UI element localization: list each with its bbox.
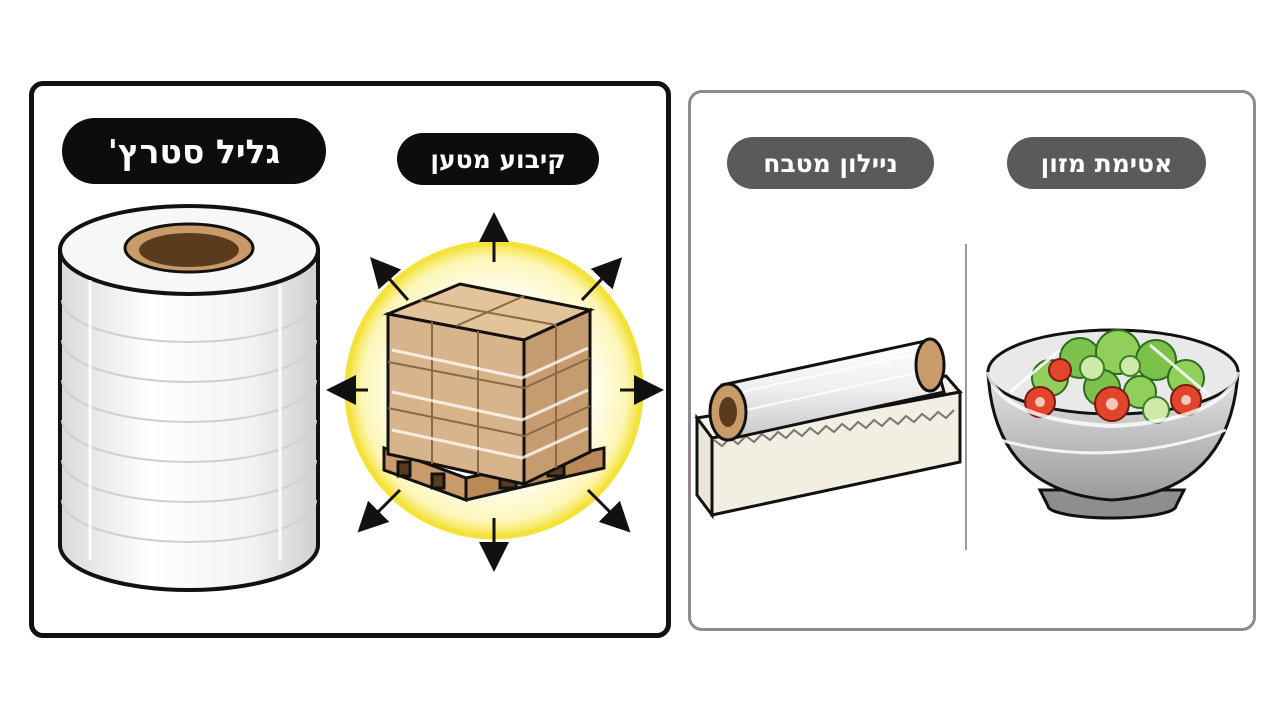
load-securing-label: קיבוע מטען <box>397 133 599 185</box>
stretch-roll-label: גליל סטרץ' <box>62 118 326 184</box>
covered-salad-bowl-icon <box>986 328 1240 520</box>
kitchen-nylon-label: ניילון מטבח <box>727 137 934 189</box>
stretch-film-roll-icon <box>58 204 320 592</box>
food-seal-label: אטימת מזון <box>1007 137 1206 189</box>
wrapped-pallet-icon <box>326 212 664 572</box>
cling-film-dispenser-icon <box>694 337 963 520</box>
